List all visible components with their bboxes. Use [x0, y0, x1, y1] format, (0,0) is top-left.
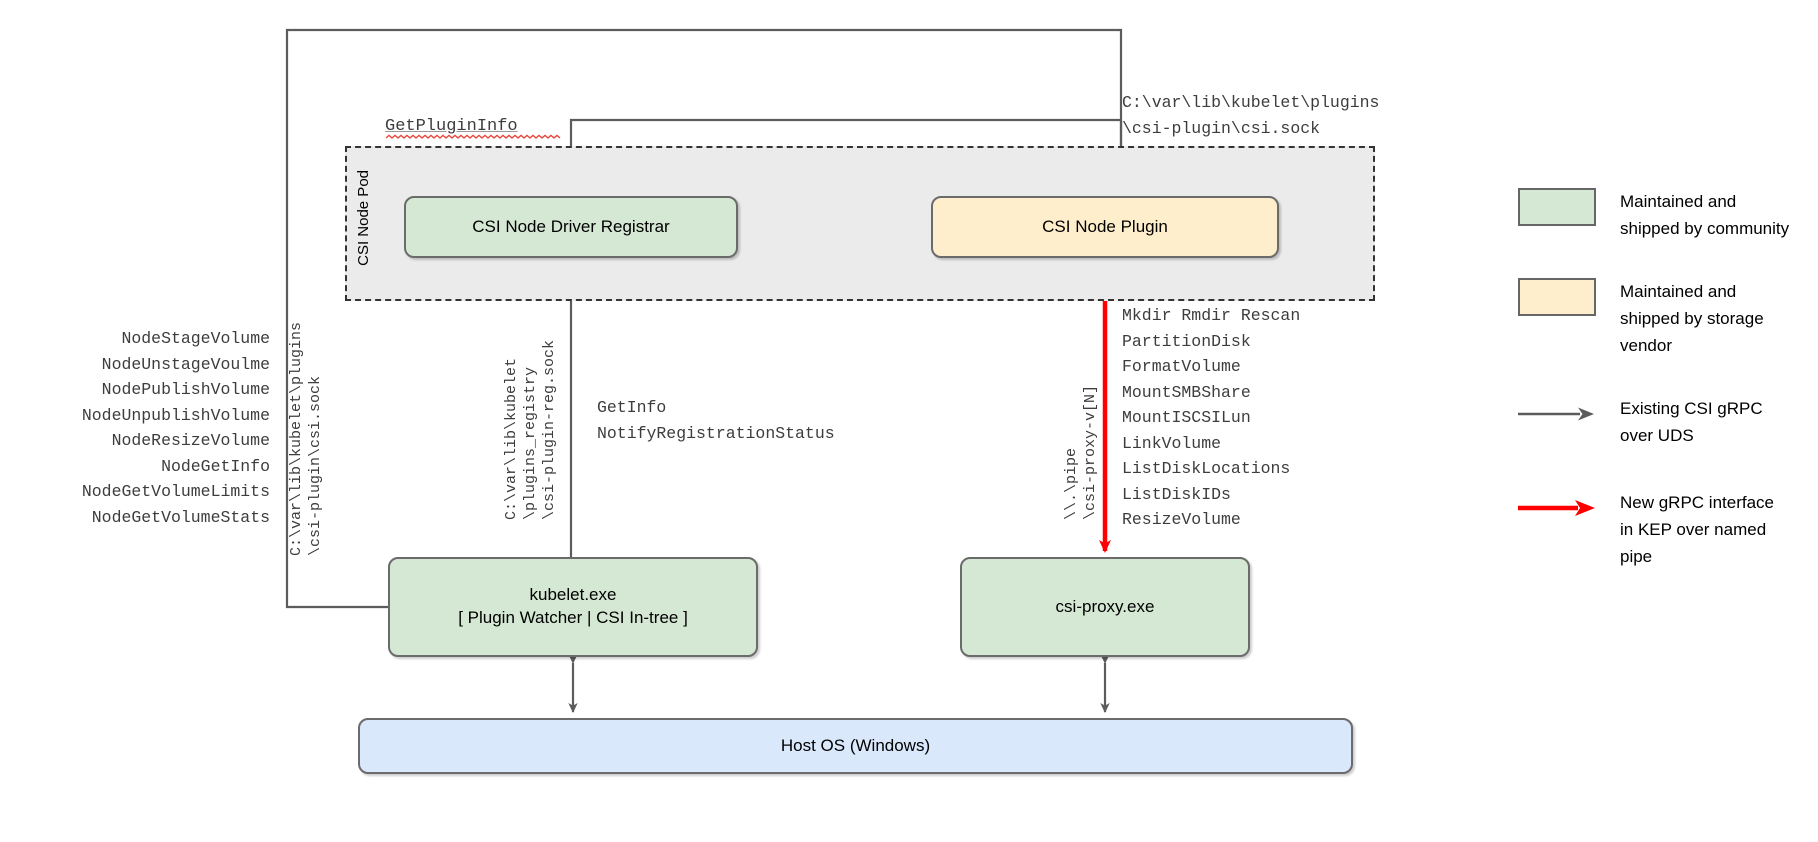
csi-node-plugin-box[interactable]: CSI Node Plugin [931, 196, 1279, 258]
get-plugin-info-label: GetPluginInfo [385, 117, 518, 136]
kubelet-exe-label: kubelet.exe [529, 585, 617, 605]
csi-node-plugin-label: CSI Node Plugin [1042, 216, 1168, 236]
spellcheck-squiggle-icon [386, 134, 561, 139]
registration-sock-path-vertical-label: C:\var\lib\kubelet \plugins_registry \cs… [503, 340, 558, 521]
named-pipe-path-vertical-label: \\.\pipe \csi-proxy-v[N] [1063, 385, 1099, 521]
legend-item-existing-grpc: Existing CSI gRPC over UDS [1518, 395, 1808, 449]
legend-label-new-grpc: New gRPC interface in KEP over named pip… [1620, 493, 1775, 566]
kubelet-exe-box[interactable]: kubelet.exe [ Plugin Watcher | CSI In-tr… [388, 557, 758, 657]
legend-swatch-green-icon [1518, 188, 1596, 226]
red-arrow-icon [1518, 489, 1596, 527]
legend-label-existing-grpc: Existing CSI gRPC over UDS [1620, 399, 1763, 445]
csi-proxy-rpc-list: Mkdir Rmdir Rescan PartitionDisk FormatV… [1122, 306, 1301, 529]
legend-label-community: Maintained and shipped by community [1620, 192, 1790, 238]
csi-proxy-exe-box[interactable]: csi-proxy.exe [960, 557, 1250, 657]
legend-swatch-yellow-icon [1518, 278, 1596, 316]
csi-node-driver-registrar-box[interactable]: CSI Node Driver Registrar [404, 196, 738, 258]
csi-node-rpc-list: NodeStageVolume NodeUnstageVoulme NodePu… [81, 329, 270, 527]
legend-item-community: Maintained and shipped by community [1518, 188, 1808, 242]
csi-proxy-exe-label: csi-proxy.exe [1055, 596, 1155, 616]
host-os-label: Host OS (Windows) [780, 735, 931, 755]
gray-arrow-icon [1518, 395, 1596, 433]
registrar-rpc-list: GetInfo NotifyRegistrationStatus [597, 398, 835, 443]
csi-plugin-socket-path-label: C:\var\lib\kubelet\plugins \csi-plugin\c… [1122, 93, 1380, 138]
host-os-box[interactable]: Host OS (Windows) [358, 718, 1353, 774]
csi-node-driver-registrar-label: CSI Node Driver Registrar [472, 216, 670, 236]
kubelet-exe-sublabel: [ Plugin Watcher | CSI In-tree ] [458, 608, 688, 627]
legend: Maintained and shipped by community Main… [1518, 188, 1808, 570]
legend-item-new-grpc: New gRPC interface in KEP over named pip… [1518, 489, 1808, 570]
legend-item-vendor: Maintained and shipped by storage vendor [1518, 278, 1808, 359]
csi-sock-path-vertical-label: C:\var\lib\kubelet\plugins \csi-plugin\c… [288, 322, 324, 557]
legend-label-vendor: Maintained and shipped by storage vendor [1620, 282, 1764, 355]
